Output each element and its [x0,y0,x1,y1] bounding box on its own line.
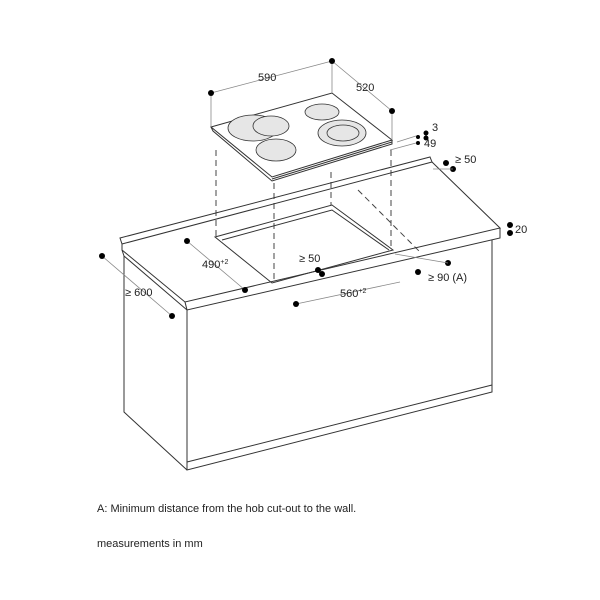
units-note: measurements in mm [97,538,203,550]
burner [326,124,360,142]
cutout-width-label: 560+2 [340,288,366,300]
hob-height-label: 49 [424,138,436,150]
burner [255,138,297,162]
cutout-depth-label: 490+2 [202,259,228,271]
hob-depth-label: 520 [356,82,374,94]
worktop [119,156,502,311]
burner [304,103,340,121]
hob [209,92,394,182]
cabinet [123,240,493,471]
back-clearance-label: ≥ 50 [455,154,476,166]
hob-width-label: 590 [258,72,276,84]
projection-lines [215,150,421,280]
worktop-depth-label: ≥ 600 [125,287,152,299]
worktop-dimensions [99,160,513,319]
worktop-thickness-label: 20 [515,224,527,236]
burner [252,115,290,137]
note-a: A: Minimum distance from the hob cut-out… [97,503,357,515]
front-clearance-label: ≥ 50 [299,253,320,265]
hob-glass-label: 3 [432,122,438,134]
side-clearance-label: ≥ 90 (A) [428,272,467,284]
hob-dimensions [208,58,429,151]
